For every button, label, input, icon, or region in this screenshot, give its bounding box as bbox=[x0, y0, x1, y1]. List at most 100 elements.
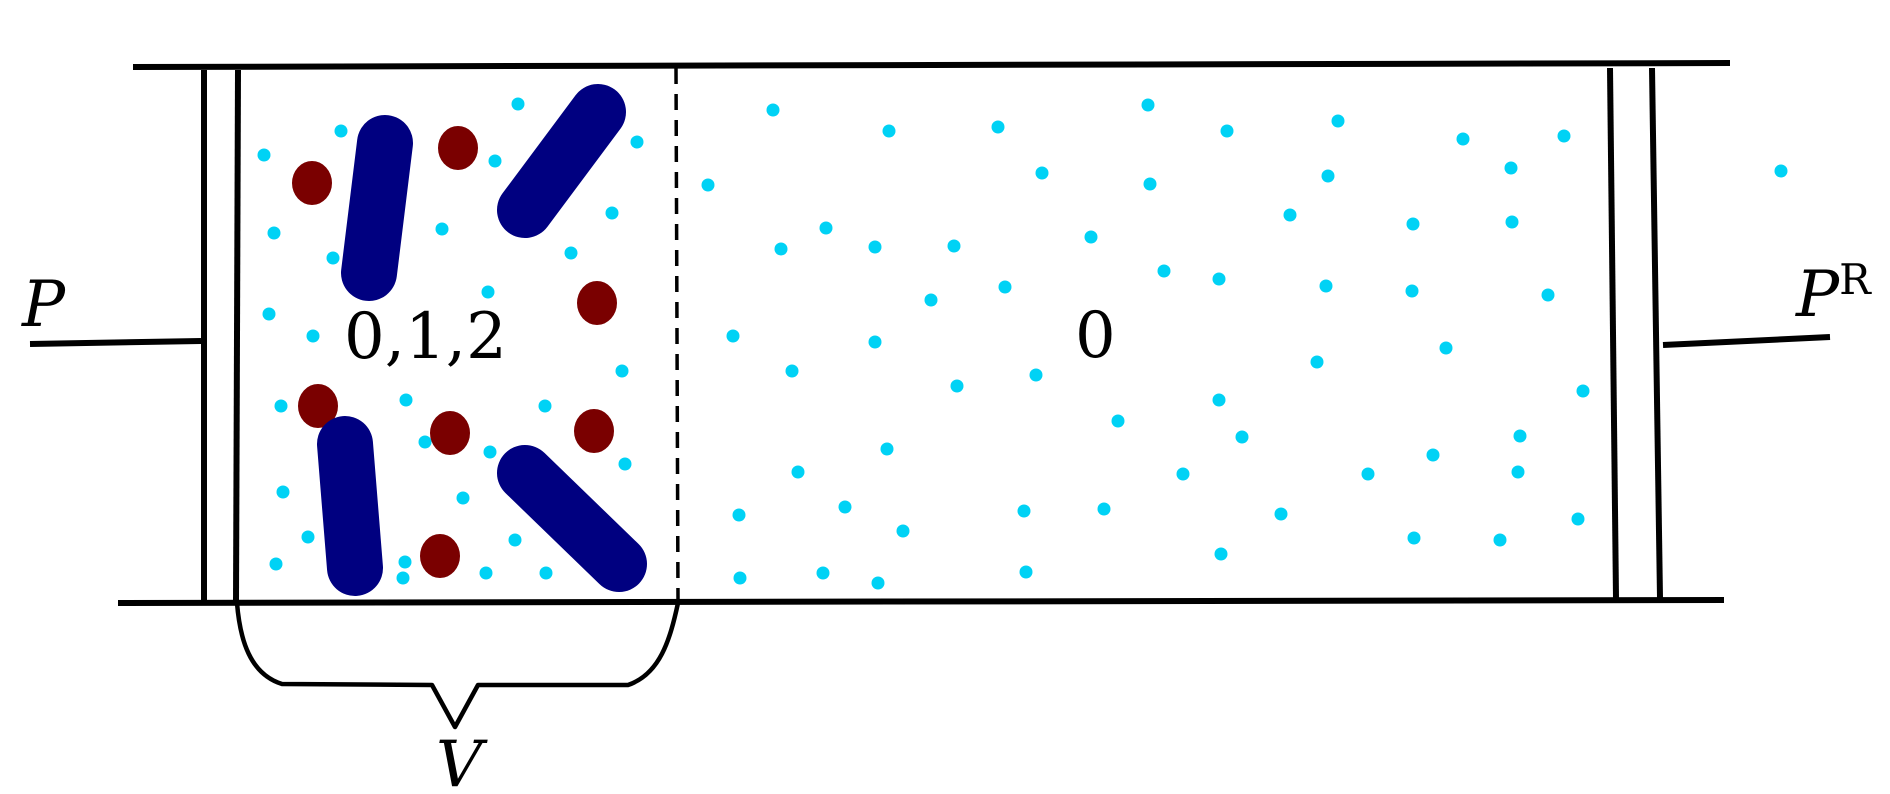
solvent-molecule bbox=[1513, 429, 1527, 443]
solvent-molecule bbox=[276, 485, 290, 499]
solvent-molecule bbox=[539, 566, 553, 580]
solvent-molecule bbox=[267, 226, 281, 240]
region-left-label: 0,1,2 bbox=[344, 300, 507, 374]
solvent-molecule bbox=[1439, 341, 1453, 355]
solvent-molecule bbox=[479, 566, 493, 580]
solvent-molecule bbox=[269, 557, 283, 571]
pressure-right-label: PR bbox=[1795, 255, 1872, 332]
solvent-molecule bbox=[880, 442, 894, 456]
solvent-molecule bbox=[1274, 507, 1288, 521]
solvent-molecule bbox=[868, 335, 882, 349]
solvent-molecule bbox=[508, 533, 522, 547]
solvent-molecule bbox=[816, 566, 830, 580]
solute-particle bbox=[292, 161, 332, 205]
rod-particle bbox=[497, 84, 626, 238]
solvent-molecule bbox=[1361, 467, 1375, 481]
solvent-molecule bbox=[488, 154, 502, 168]
solvent-molecule bbox=[399, 393, 413, 407]
solvent-molecule bbox=[991, 120, 1005, 134]
solvent-molecule bbox=[1319, 279, 1333, 293]
left-piston-inner-plate bbox=[233, 69, 241, 602]
solvent-molecule bbox=[701, 178, 715, 192]
solute-particle bbox=[430, 411, 470, 455]
pressure-left-label: P bbox=[21, 268, 66, 342]
solute-particle bbox=[298, 384, 338, 428]
solvent-molecule bbox=[1407, 531, 1421, 545]
rod-particle bbox=[341, 115, 413, 301]
solvent-molecule bbox=[774, 242, 788, 256]
solvent-molecule bbox=[1212, 393, 1226, 407]
left-piston-rod bbox=[29, 338, 202, 347]
solvent-molecule bbox=[511, 97, 525, 111]
solvent-molecule bbox=[630, 135, 644, 149]
solvent-molecule bbox=[1283, 208, 1297, 222]
solute-particle bbox=[438, 126, 478, 170]
solvent-molecule bbox=[456, 491, 470, 505]
solvent-molecule bbox=[334, 124, 348, 138]
solvent-molecule bbox=[1576, 384, 1590, 398]
solvent-molecule bbox=[733, 571, 747, 585]
solvent-molecule bbox=[1111, 414, 1125, 428]
solvent-molecule bbox=[481, 285, 495, 299]
rod-particle bbox=[317, 416, 383, 596]
solvent-molecule bbox=[1504, 161, 1518, 175]
solvent-molecule bbox=[396, 571, 410, 585]
volume-brace bbox=[234, 602, 681, 730]
solvent-molecule bbox=[1557, 129, 1571, 143]
solvent-molecule bbox=[1511, 465, 1525, 479]
semipermeable-membrane bbox=[674, 67, 680, 601]
solute-particle bbox=[574, 409, 614, 453]
solvent-molecule bbox=[1176, 467, 1190, 481]
rod-particle bbox=[497, 445, 647, 592]
solvent-molecule bbox=[1143, 177, 1157, 191]
solvent-molecule bbox=[791, 465, 805, 479]
right-piston-rod bbox=[1662, 334, 1831, 348]
solvent-molecule bbox=[896, 524, 910, 538]
solvent-molecule bbox=[1097, 502, 1111, 516]
solvent-molecules bbox=[257, 97, 1788, 590]
solute-species-1 bbox=[292, 126, 617, 578]
solvent-molecule bbox=[1331, 114, 1345, 128]
solute-species-2 bbox=[317, 84, 647, 596]
solvent-molecule bbox=[924, 293, 938, 307]
solvent-molecule bbox=[998, 280, 1012, 294]
solvent-molecule bbox=[435, 222, 449, 236]
solvent-molecule bbox=[868, 240, 882, 254]
solvent-molecule bbox=[1220, 124, 1234, 138]
solvent-molecule bbox=[1029, 368, 1043, 382]
solvent-molecule bbox=[326, 251, 340, 265]
solvent-molecule bbox=[306, 329, 320, 343]
solvent-molecule bbox=[615, 364, 629, 378]
solvent-molecule bbox=[1017, 504, 1031, 518]
solvent-molecule bbox=[1157, 264, 1171, 278]
solvent-molecule bbox=[301, 530, 315, 544]
solvent-molecule bbox=[882, 124, 896, 138]
solvent-molecule bbox=[257, 148, 271, 162]
pressure-right-symbol: P bbox=[1795, 258, 1840, 332]
solvent-molecule bbox=[785, 364, 799, 378]
solvent-molecule bbox=[1321, 169, 1335, 183]
solvent-molecule bbox=[618, 457, 632, 471]
solvent-molecule bbox=[766, 103, 780, 117]
solvent-molecule bbox=[838, 500, 852, 514]
solvent-molecule bbox=[1571, 512, 1585, 526]
solvent-molecule bbox=[871, 576, 885, 590]
right-piston bbox=[1607, 67, 1831, 599]
solvent-molecule bbox=[1310, 355, 1324, 369]
solvent-molecule bbox=[1505, 215, 1519, 229]
solvent-molecule bbox=[274, 399, 288, 413]
solvent-molecule bbox=[726, 329, 740, 343]
solvent-molecule bbox=[1406, 217, 1420, 231]
solvent-molecule bbox=[1405, 284, 1419, 298]
solvent-molecule bbox=[1456, 132, 1470, 146]
solute-particle bbox=[420, 534, 460, 578]
solvent-molecule bbox=[1493, 533, 1507, 547]
solvent-molecule bbox=[1774, 164, 1788, 178]
solvent-molecule bbox=[1541, 288, 1555, 302]
solvent-molecule bbox=[398, 555, 412, 569]
solvent-molecule bbox=[1212, 272, 1226, 286]
solvent-molecule bbox=[483, 445, 497, 459]
solvent-molecule bbox=[1214, 547, 1228, 561]
solvent-molecule bbox=[1426, 448, 1440, 462]
